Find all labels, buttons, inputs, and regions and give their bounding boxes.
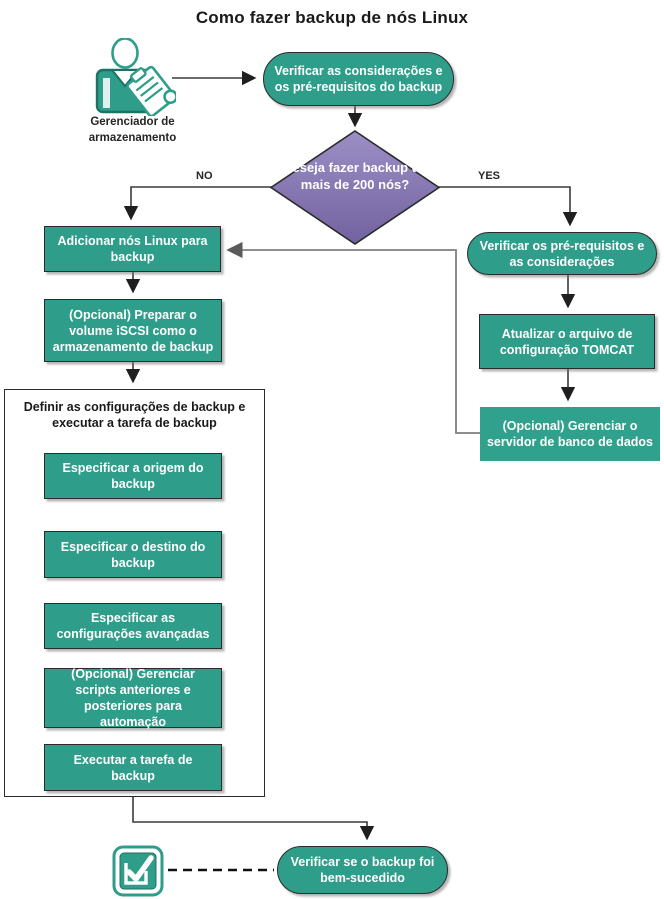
node-manage-scripts: (Opcional) Gerenciar scripts anteriores … [44,667,222,729]
node-spec-dest-label: Especificar o destino do backup [60,539,206,570]
node-manage-scripts-label: (Opcional) Gerenciar scripts anteriores … [71,667,195,729]
connector-run-to-verify [132,791,375,841]
decision-question: Deseja fazer backup de mais de 200 nós? [283,160,427,192]
node-add-nodes-label: Adicionar nós Linux para backup [57,234,208,264]
backup-settings-container-title: Definir as configurações de backup e exe… [23,400,246,431]
connector-yes-branch [437,186,578,227]
node-spec-advanced: Especificar as configurações avançadas [44,603,222,649]
node-manage-db: (Opcional) Gerenciar o servidor de banco… [480,407,660,461]
node-verify-success: Verificar se o backup foi bem-sucedido [277,846,448,894]
page-title: Como fazer backup de nós Linux [195,8,469,27]
node-start-label: Verificar as considerações e os pré-requ… [274,64,443,94]
node-start: Verificar as considerações e os pré-requ… [263,52,454,106]
node-add-nodes: Adicionar nós Linux para backup [44,226,221,272]
storage-manager-label-line2: armazenamento [88,131,177,144]
node-verify-prereq-label: Verificar os pré-requisitos e as conside… [479,238,645,269]
connector-no-branch [123,186,273,221]
node-verify-prereq: Verificar os pré-requisitos e as conside… [467,232,657,275]
node-run-job: Executar a tarefa de backup [44,744,222,791]
storage-manager-label-line1: Gerenciador de [90,116,175,128]
node-spec-dest: Especificar o destino do backup [44,531,222,578]
connector-db-to-addnodes [226,241,480,434]
storage-manager-icon [95,38,176,116]
decision-diamond [269,130,441,245]
branch-label-no: NO [196,170,213,182]
backup-settings-container [4,389,265,797]
node-update-tomcat: Atualizar o arquivo de configuração TOMC… [479,314,655,369]
node-spec-source-label: Especificar a origem do backup [62,461,204,491]
node-spec-advanced-label: Especificar as configurações avançadas [56,611,210,641]
node-manage-db-label: (Opcional) Gerenciar o servidor de banco… [486,419,653,449]
node-update-tomcat-label: Atualizar o arquivo de configuração TOMC… [499,326,635,357]
node-prepare-iscsi-label: (Opcional) Preparar o volume iSCSI como … [52,307,214,354]
branch-label-yes: YES [478,170,501,182]
node-prepare-iscsi: (Opcional) Preparar o volume iSCSI como … [44,299,222,362]
node-verify-success-label: Verificar se o backup foi bem-sucedido [290,855,435,885]
storage-manager-label: Gerenciador de armazenamento [55,115,210,146]
node-spec-source: Especificar a origem do backup [44,453,222,499]
checkbox-icon [112,845,164,897]
node-run-job-label: Executar a tarefa de backup [73,752,193,783]
